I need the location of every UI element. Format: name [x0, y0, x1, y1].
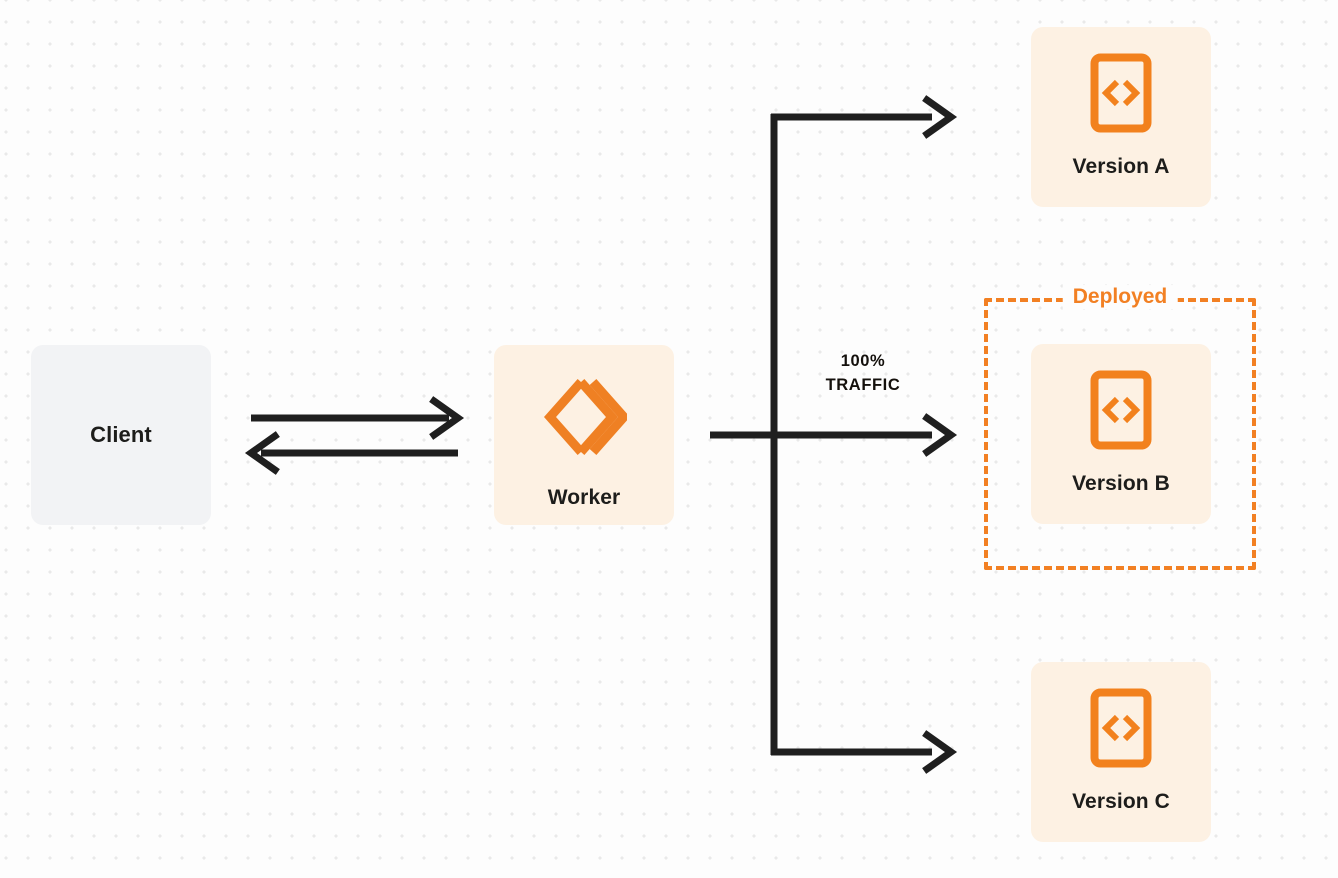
- code-brackets-icon: [1090, 53, 1152, 133]
- node-version-a[interactable]: Version A: [1031, 27, 1211, 207]
- edge-trunk-to-version-a: [771, 95, 958, 139]
- traffic-percent: 100%: [840, 352, 886, 370]
- node-version-b-label: Version B: [1072, 472, 1170, 495]
- edge-worker-trunk: [710, 114, 778, 755]
- node-client[interactable]: Client: [31, 345, 211, 525]
- edge-trunk-to-version-b: [774, 413, 958, 457]
- traffic-unit: TRAFFIC: [825, 375, 901, 394]
- group-deployed-label: Deployed: [1062, 285, 1178, 310]
- node-worker[interactable]: Worker: [494, 345, 674, 525]
- node-version-b[interactable]: Version B: [1031, 344, 1211, 524]
- cloudflare-workers-logo-icon: [541, 374, 631, 460]
- node-worker-label: Worker: [547, 486, 621, 509]
- code-brackets-icon: [1090, 370, 1152, 450]
- code-brackets-icon: [1090, 688, 1152, 768]
- edge-worker-to-client: [244, 431, 458, 475]
- node-version-c-label: Version C: [1072, 790, 1170, 813]
- node-client-label: Client: [90, 422, 152, 447]
- traffic-label: 100% TRAFFIC: [788, 350, 938, 398]
- node-version-c[interactable]: Version C: [1031, 662, 1211, 842]
- edge-client-to-worker: [251, 396, 465, 440]
- edge-trunk-to-version-c: [771, 730, 958, 774]
- group-deployed: Deployed: [984, 285, 1256, 570]
- node-version-a-label: Version A: [1072, 155, 1170, 178]
